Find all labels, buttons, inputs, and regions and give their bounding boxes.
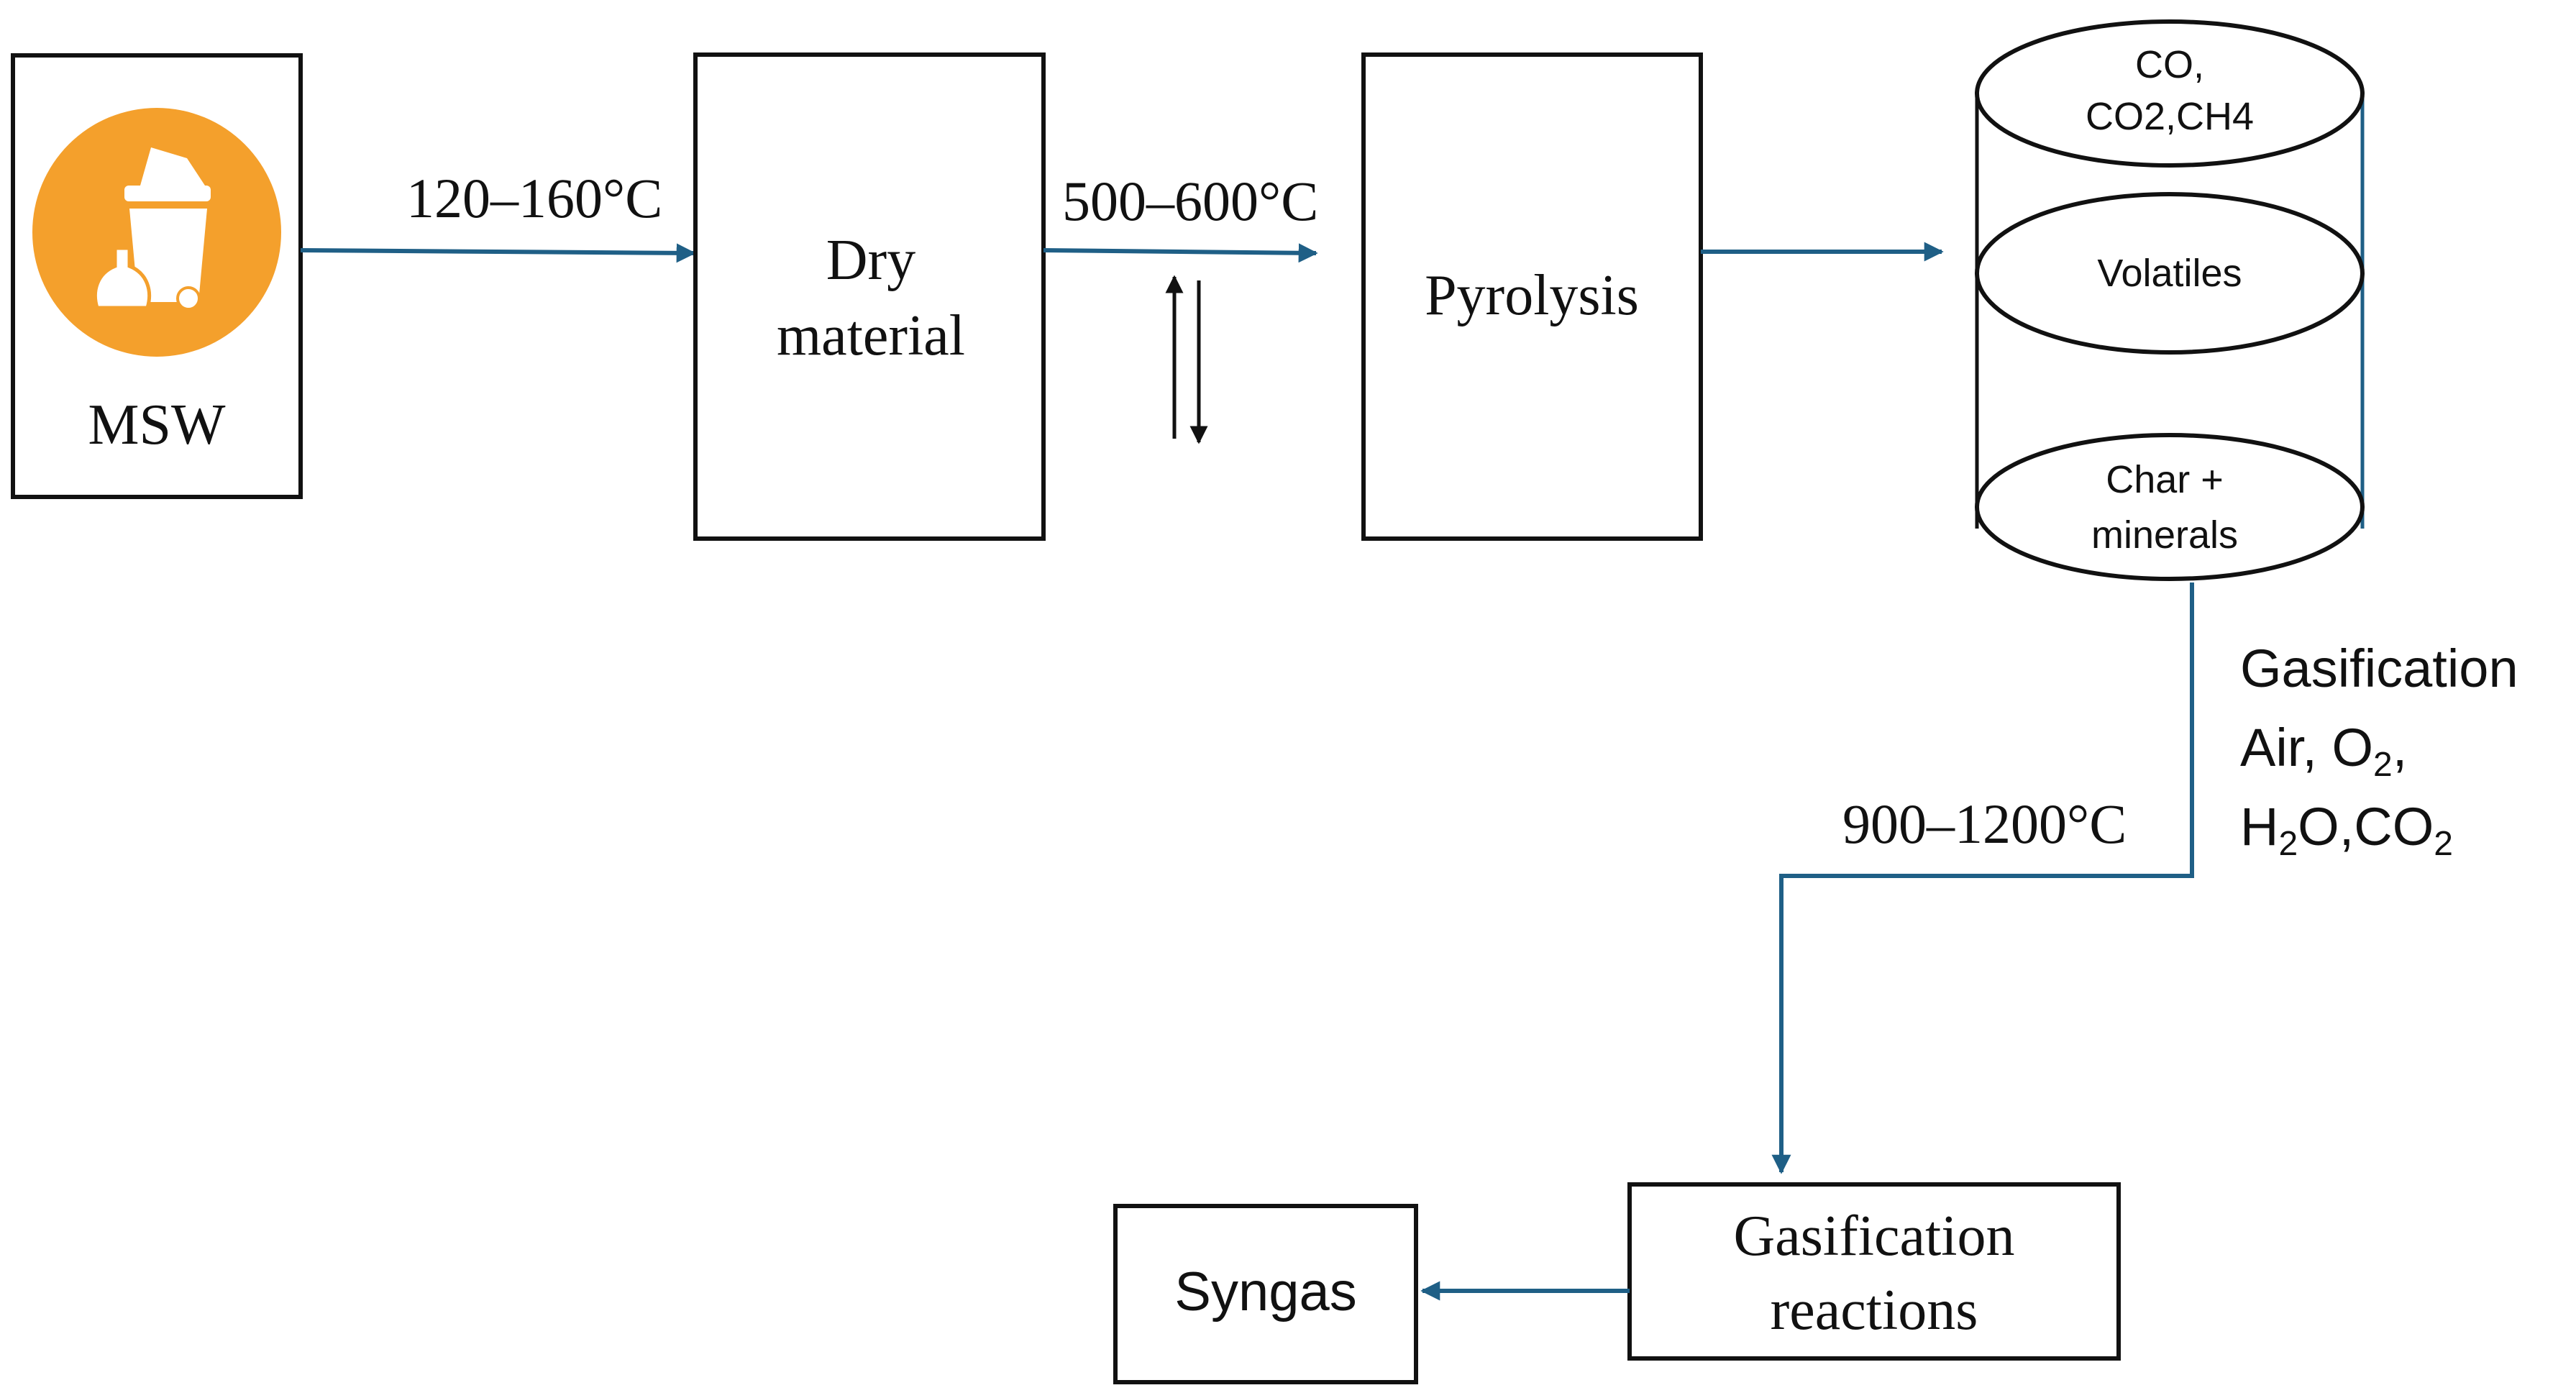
dry-material-label-line2: material xyxy=(777,304,965,367)
gasification-agents-line2: Air, O2, xyxy=(2240,718,2407,784)
dry-material-label-line1: Dry xyxy=(826,229,915,292)
gasification-reactions-line1: Gasification xyxy=(1734,1205,2015,1268)
syngas-node: Syngas xyxy=(1113,1204,1418,1384)
gasification-reactions-node: Gasification reactions xyxy=(1627,1182,2121,1361)
gasification-reactions-line2: reactions xyxy=(1771,1279,1978,1342)
pyrolysis-node: Pyrolysis xyxy=(1361,52,1703,541)
edge-reactor-to-gasification: 900–1200°C xyxy=(1771,582,2194,1174)
gasification-agents-title: Gasification xyxy=(2240,639,2518,698)
temp-label-gasification: 900–1200°C xyxy=(1842,792,2127,855)
pyrolysis-label: Pyrolysis xyxy=(1425,264,1639,327)
waste-bin-icon xyxy=(32,108,281,357)
temp-label-pyrolysis: 500–600°C xyxy=(1062,170,1318,232)
gasification-agents-line3: H2O,CO2 xyxy=(2240,797,2453,863)
edge-msw-to-dry: 120–160°C xyxy=(300,167,696,263)
bottle xyxy=(93,246,152,310)
reactor-volatiles-label: Volatiles xyxy=(2097,252,2242,295)
edge-dry-to-pyrolysis: 500–600°C xyxy=(1043,170,1318,444)
reactor-gases-line2: CO2,CH4 xyxy=(2086,95,2254,138)
arrow-msw-to-dry xyxy=(300,243,696,263)
msw-label: MSW xyxy=(88,393,226,457)
syngas-label: Syngas xyxy=(1174,1261,1357,1322)
bin-trash xyxy=(140,147,205,186)
reactor-char-line1: Char + xyxy=(2106,458,2224,501)
reactor-cylinder: CO, CO2,CH4 Volatiles Char + minerals xyxy=(1975,19,2365,581)
reactor-char-line2: minerals xyxy=(2091,513,2238,557)
bin-lid xyxy=(124,186,211,201)
cylinder-bottom-ellipse xyxy=(1975,433,2365,581)
temp-label-drying: 120–160°C xyxy=(406,167,662,229)
cylinder-middle-ellipse xyxy=(1975,192,2365,355)
reactor-gases-line1: CO, xyxy=(2135,43,2204,86)
cylinder-top-ellipse xyxy=(1975,19,2365,168)
msw-node: MSW xyxy=(11,53,303,499)
dry-material-node: Dry material xyxy=(693,52,1046,541)
gasification-agents: Gasification Air, O2, H2O,CO2 xyxy=(2240,639,2518,863)
ball xyxy=(176,286,201,311)
bin-body xyxy=(129,209,207,302)
arrow-reactor-to-gasification xyxy=(1771,582,2194,1174)
arrow-dry-to-pyrolysis xyxy=(1043,243,1318,263)
